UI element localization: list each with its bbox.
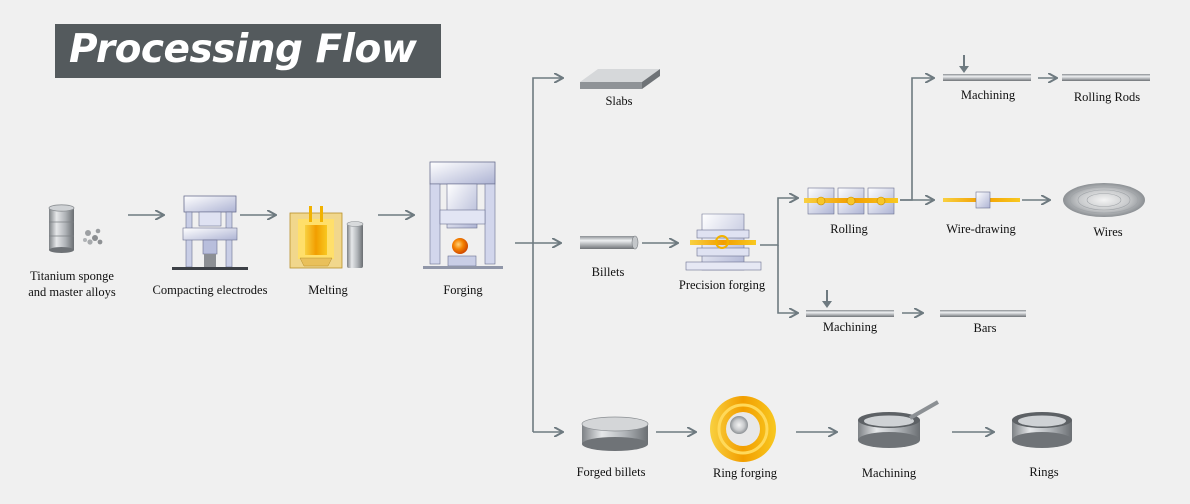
billet-icon	[580, 235, 639, 250]
label-slabs: Slabs	[605, 94, 633, 108]
precision-forging-icon	[685, 213, 762, 271]
label-wires: Wires	[1093, 225, 1123, 239]
label-rings: Rings	[1029, 465, 1059, 479]
compacting-press-icon	[172, 195, 248, 270]
rolling-mill-icon	[804, 187, 898, 215]
melting-furnace-icon	[289, 206, 364, 269]
machining-bar-icon	[806, 290, 894, 317]
label-titanium-sponge: Titanium sponge and master alloys	[28, 269, 116, 299]
ring-icon	[1012, 412, 1072, 448]
machining-rod-icon	[943, 55, 1031, 81]
label-compacting-electrodes: Compacting electrodes	[152, 283, 268, 297]
label-machining-top: Machining	[960, 88, 1016, 102]
rolling-rod-icon	[1062, 74, 1150, 81]
label-ring-forging: Ring forging	[712, 466, 777, 480]
label-precision-forging: Precision forging	[678, 278, 766, 292]
label-machining-mid: Machining	[822, 320, 878, 334]
label-wire-drawing: Wire-drawing	[946, 222, 1016, 236]
label-melting: Melting	[308, 283, 348, 297]
forging-press-icon	[423, 161, 503, 269]
label-forging: Forging	[443, 283, 483, 297]
label-rolling: Rolling	[830, 222, 868, 236]
machining-ring-icon	[858, 400, 939, 448]
wire-coil-icon	[1063, 183, 1145, 217]
label-bars: Bars	[973, 321, 997, 335]
titanium-drum-icon	[48, 204, 103, 253]
bar-icon	[940, 310, 1026, 317]
flow-arrows	[128, 78, 1056, 432]
title-banner: Processing Flow	[55, 24, 441, 78]
diagram-title: Processing Flow	[69, 27, 417, 72]
slab-icon	[580, 69, 660, 89]
label-rolling-rods: Rolling Rods	[1073, 90, 1141, 104]
label-forged-billets: Forged billets	[576, 465, 646, 479]
ring-forging-icon	[710, 396, 776, 462]
label-billets: Billets	[591, 265, 625, 279]
wire-drawing-icon	[943, 191, 1020, 209]
label-machining-bottom: Machining	[861, 466, 917, 480]
forged-billet-icon	[581, 416, 649, 451]
